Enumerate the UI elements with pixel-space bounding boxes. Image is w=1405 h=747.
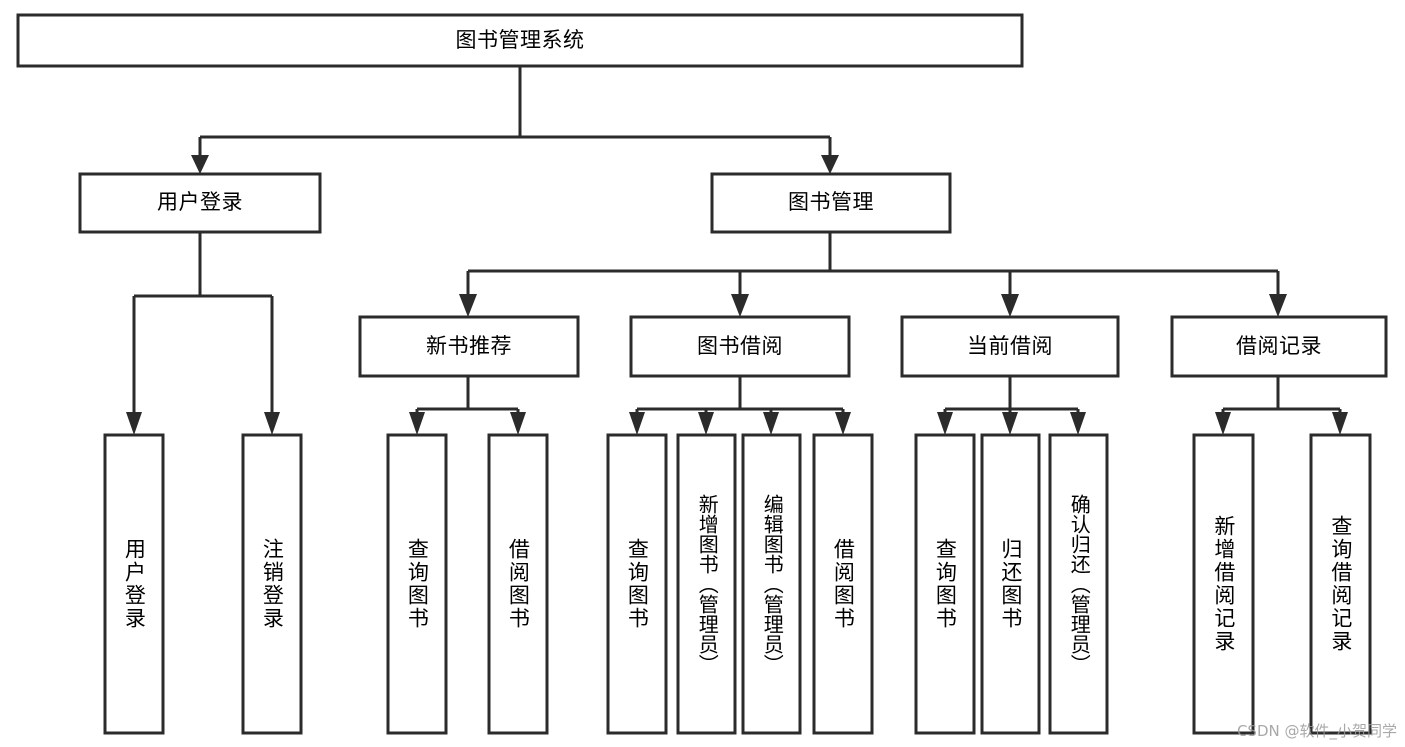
node-box-new-book-recommend[interactable] bbox=[358, 315, 580, 378]
node-box-book-borrow[interactable] bbox=[629, 315, 851, 378]
node-box-leaf-add-book[interactable] bbox=[676, 433, 737, 735]
node-box-leaf-borrow-book-2[interactable] bbox=[812, 433, 874, 735]
node-box-leaf-query-record[interactable] bbox=[1309, 433, 1372, 735]
node-box-leaf-query-book-3[interactable] bbox=[914, 433, 976, 735]
arrowhead-leaf-query-book-3 bbox=[937, 412, 953, 435]
node-box-current-borrow[interactable] bbox=[900, 315, 1120, 378]
connector-group-book-manage bbox=[459, 232, 1287, 317]
node-box-leaf-confirm-return[interactable] bbox=[1048, 433, 1109, 735]
connector-group-user-login bbox=[126, 232, 280, 435]
node-box-root[interactable] bbox=[16, 13, 1024, 68]
connector-group-root bbox=[191, 66, 839, 174]
arrowhead-leaf-confirm-return bbox=[1070, 412, 1086, 435]
connector-group-new-book-recommend bbox=[409, 376, 526, 435]
node-box-user-login[interactable] bbox=[78, 172, 322, 234]
arrowhead-book-manage bbox=[821, 155, 839, 174]
csdn-watermark: CSDN @软件_小贺同学 bbox=[1236, 722, 1397, 740]
node-box-leaf-add-record[interactable] bbox=[1192, 433, 1255, 735]
arrowhead-user-login bbox=[191, 155, 209, 174]
arrowhead-leaf-borrow-book-2 bbox=[835, 412, 851, 435]
arrowhead-leaf-query-book-1 bbox=[409, 412, 425, 435]
node-box-leaf-borrow-book-1[interactable] bbox=[487, 433, 549, 735]
arrowhead-book-borrow bbox=[731, 294, 749, 317]
connector-group-current-borrow bbox=[937, 376, 1086, 435]
node-box-borrow-record[interactable] bbox=[1170, 315, 1388, 378]
arrowhead-new-book-recommend bbox=[459, 294, 477, 317]
arrowhead-leaf-logout-login bbox=[264, 412, 280, 435]
arrowhead-borrow-record bbox=[1269, 294, 1287, 317]
arrowhead-leaf-return-book bbox=[1002, 412, 1018, 435]
connector-group-book-borrow bbox=[629, 376, 851, 435]
arrowhead-leaf-edit-book bbox=[763, 412, 779, 435]
node-box-leaf-query-book-1[interactable] bbox=[386, 433, 448, 735]
arrowhead-leaf-add-book bbox=[698, 412, 714, 435]
arrowhead-leaf-query-record bbox=[1332, 412, 1348, 435]
arrowhead-current-borrow bbox=[1001, 294, 1019, 317]
arrowhead-leaf-user-login bbox=[126, 412, 142, 435]
node-box-leaf-user-login[interactable] bbox=[103, 433, 165, 735]
arrowhead-leaf-add-record bbox=[1215, 412, 1231, 435]
node-box-leaf-logout-login[interactable] bbox=[241, 433, 303, 735]
connector-group-borrow-record bbox=[1215, 376, 1348, 435]
node-box-leaf-query-book-2[interactable] bbox=[606, 433, 668, 735]
arrowhead-leaf-query-book-2 bbox=[629, 412, 645, 435]
node-box-book-manage[interactable] bbox=[710, 172, 952, 234]
node-box-leaf-return-book[interactable] bbox=[980, 433, 1041, 735]
node-box-leaf-edit-book[interactable] bbox=[741, 433, 802, 735]
arrowhead-leaf-borrow-book-1 bbox=[510, 412, 526, 435]
